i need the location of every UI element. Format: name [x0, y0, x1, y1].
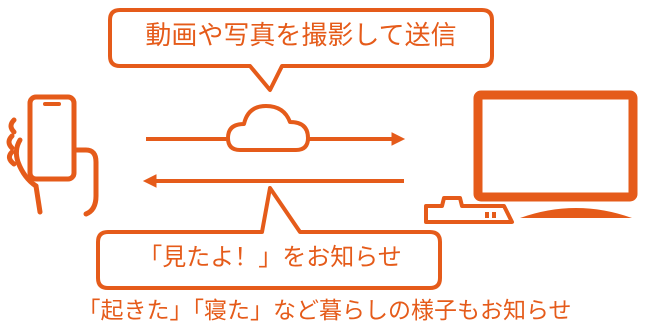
- tv-monitor-icon: [473, 90, 638, 218]
- device-port-1: [485, 212, 489, 218]
- tv-stand: [520, 208, 632, 218]
- phone-fingers: [6, 117, 17, 167]
- hand-holding-smartphone-icon: [6, 94, 99, 217]
- notify-arrow: [142, 174, 404, 188]
- caption-text: 「起きた」「寝た」など暮らしの様子もお知らせ: [77, 298, 572, 324]
- phone-thumb: [13, 137, 39, 189]
- bottom-speech-bubble: [96, 186, 442, 290]
- top-speech-bubble: [108, 8, 494, 92]
- hand-palm: [33, 147, 99, 217]
- device-port-2: [492, 212, 496, 218]
- cloud-icon: [226, 104, 310, 152]
- set-top-box-icon: [424, 196, 514, 224]
- phone-body: [27, 94, 77, 182]
- tv-screen: [473, 90, 638, 202]
- upload-arrow: [146, 132, 406, 146]
- bottom-callout-text: 「見たよ！」をお知らせ: [138, 243, 402, 271]
- top-callout-text: 動画や写真を撮影して送信: [145, 21, 457, 51]
